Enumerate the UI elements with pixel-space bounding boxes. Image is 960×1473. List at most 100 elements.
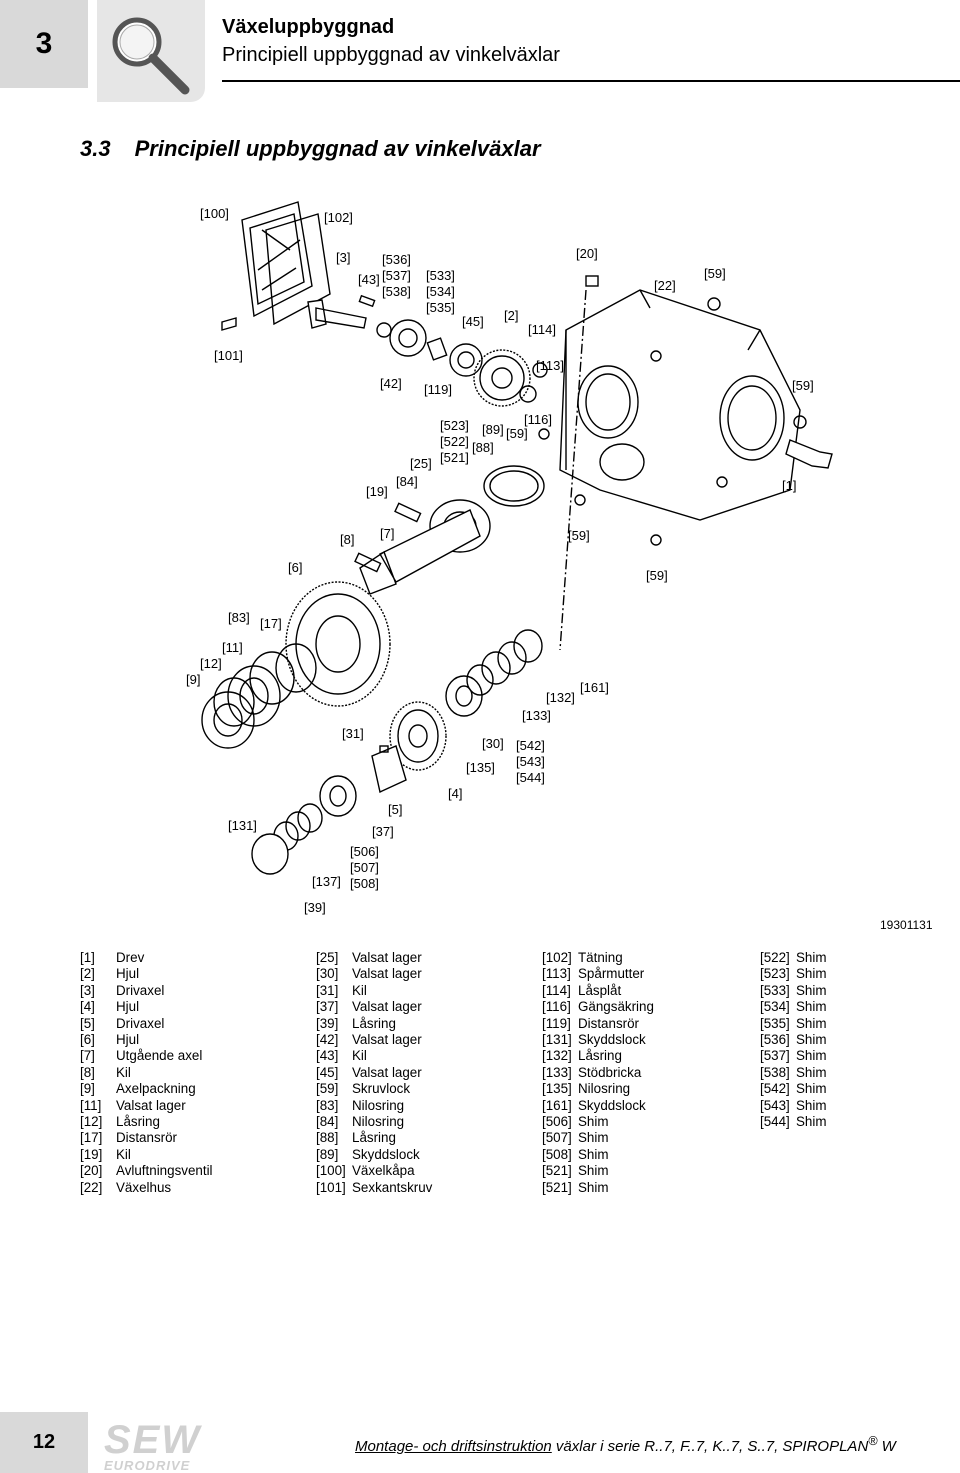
legend-row: [5]Drivaxel bbox=[80, 1016, 213, 1032]
legend-part-number: [508] bbox=[542, 1146, 572, 1162]
legend-row: [535]Shim bbox=[760, 1016, 827, 1032]
shim-part bbox=[466, 664, 494, 696]
legend-part-name: Drivaxel bbox=[116, 982, 165, 998]
screw-plug-part bbox=[538, 428, 550, 440]
legend-part-name: Valsat lager bbox=[352, 1064, 422, 1080]
legend-part-number: [3] bbox=[80, 982, 95, 998]
legend-row: [523]Shim bbox=[760, 966, 827, 982]
shaft-seal-part bbox=[201, 691, 255, 749]
legend-row: [538]Shim bbox=[760, 1065, 827, 1081]
part-callout-label: [19] bbox=[366, 484, 388, 499]
bearing-part bbox=[449, 343, 483, 377]
legend-part-name: Valsat lager bbox=[352, 999, 422, 1015]
part-callout-label: [536] bbox=[382, 252, 411, 267]
legend-row: [116]Gängsäkring bbox=[542, 999, 654, 1015]
legend-part-name: Shim bbox=[796, 982, 827, 998]
part-callout-label: [6] bbox=[288, 560, 302, 575]
legend-part-number: [2] bbox=[80, 966, 95, 982]
legend-part-number: [135] bbox=[542, 1081, 572, 1097]
part-callout-label: [89] bbox=[482, 422, 504, 437]
part-callout-label: [100] bbox=[200, 206, 229, 221]
legend-part-number: [43] bbox=[316, 1048, 339, 1064]
legend-part-number: [506] bbox=[542, 1114, 572, 1130]
circlip-part bbox=[483, 465, 545, 507]
legend-part-name: Shim bbox=[796, 1048, 827, 1064]
washer-part bbox=[481, 651, 511, 685]
shim-part bbox=[376, 322, 392, 338]
part-callout-label: [135] bbox=[466, 760, 495, 775]
legend-part-name: Skyddslock bbox=[578, 1097, 646, 1113]
footer-manual-title: Montage- och driftsinstruktion bbox=[355, 1438, 552, 1455]
output-shaft-part bbox=[359, 509, 481, 595]
legend-part-number: [22] bbox=[80, 1179, 103, 1195]
key-part bbox=[379, 745, 389, 753]
legend-part-name: Distansrör bbox=[578, 1015, 640, 1031]
part-callout-label: [544] bbox=[516, 770, 545, 785]
legend-part-number: [537] bbox=[760, 1048, 790, 1064]
part-callout-label: [137] bbox=[312, 874, 341, 889]
legend-part-number: [533] bbox=[760, 982, 790, 998]
part-callout-label: [5] bbox=[388, 802, 402, 817]
cover-part bbox=[251, 833, 289, 875]
legend-row: [544] Shim bbox=[760, 1114, 827, 1130]
legend-row: [533] Shim bbox=[760, 983, 827, 999]
registered-mark: ® bbox=[868, 1434, 878, 1448]
legend-part-number: [544] bbox=[760, 1114, 790, 1130]
part-callout-label: [8] bbox=[340, 532, 354, 547]
header-rule bbox=[222, 80, 960, 82]
legend-row: [101]Sexkantskruv bbox=[316, 1180, 432, 1196]
legend-column-3: [102]Tätning[113]Spårmutter[114]Låsplåt[… bbox=[542, 950, 654, 1196]
legend-part-number: [30] bbox=[316, 966, 339, 982]
lock-plate-part bbox=[519, 385, 537, 403]
legend-row: [1]Drev bbox=[80, 950, 213, 966]
screw-plug-part bbox=[707, 297, 721, 311]
legend-part-name: Kil bbox=[116, 1146, 131, 1162]
part-callout-label: [43] bbox=[358, 272, 380, 287]
part-callout-label: [161] bbox=[580, 680, 609, 695]
part-callout-label: [542] bbox=[516, 738, 545, 753]
legend-row: [42]Valsat lager bbox=[316, 1032, 432, 1048]
gear-wheel-part bbox=[473, 349, 531, 407]
legend-part-name: Shim bbox=[796, 1114, 827, 1130]
legend-part-name: Hjul bbox=[116, 1032, 140, 1048]
legend-part-number: [132] bbox=[542, 1048, 572, 1064]
legend-part-number: [31] bbox=[316, 982, 339, 998]
legend-part-name: Drev bbox=[116, 950, 145, 965]
legend-row: [20]Avluftningsventil bbox=[80, 1163, 213, 1179]
part-callout-label: [4] bbox=[448, 786, 462, 801]
legend-part-number: [37] bbox=[316, 999, 339, 1015]
part-callout-label: [538] bbox=[382, 284, 411, 299]
legend-row: [133]Stödbricka bbox=[542, 1065, 654, 1081]
legend-part-name: Shim bbox=[578, 1163, 609, 1179]
legend-part-name: Sexkantskruv bbox=[352, 1179, 433, 1195]
legend-row: [45]Valsat lager bbox=[316, 1065, 432, 1081]
legend-part-name: Låsring bbox=[352, 1130, 396, 1146]
legend-part-name: Shim bbox=[578, 1130, 609, 1146]
legend-row: [84]Nilosring bbox=[316, 1114, 432, 1130]
legend-part-number: [5] bbox=[80, 1015, 95, 1031]
legend-row: [508]Shim bbox=[542, 1147, 654, 1163]
exploded-gear-diagram: [100][102][101][3][43][536][537][538][53… bbox=[186, 201, 833, 915]
part-callout-label: [25] bbox=[410, 456, 432, 471]
legend-part-name: Axelpackning bbox=[116, 1081, 196, 1097]
legend-row: [89]Skyddslock bbox=[316, 1147, 432, 1163]
legend-part-name: Shim bbox=[578, 1179, 609, 1195]
legend-row: [100]Växelkåpa bbox=[316, 1163, 432, 1179]
legend-part-number: [17] bbox=[80, 1130, 103, 1146]
logo-main: SEW bbox=[104, 1418, 202, 1462]
part-callout-label: [59] bbox=[568, 528, 590, 543]
part-callout-label: [113] bbox=[536, 358, 564, 373]
legend-part-number: [59] bbox=[316, 1081, 339, 1097]
legend-row: [543]Shim bbox=[760, 1098, 827, 1114]
footer-tail: W bbox=[877, 1438, 896, 1455]
legend-row: [536]Shim bbox=[760, 1032, 827, 1048]
part-callout-label: [537] bbox=[382, 268, 411, 283]
part-callout-label: [535] bbox=[426, 300, 455, 315]
key-part bbox=[358, 294, 376, 308]
legend-row: [8]Kil bbox=[80, 1065, 213, 1081]
shim-part bbox=[297, 803, 323, 833]
part-callout-label: [133] bbox=[522, 708, 551, 723]
part-callout-label: [22] bbox=[654, 278, 676, 293]
legend-part-number: [102] bbox=[542, 950, 572, 965]
legend-row: [3] Drivaxel bbox=[80, 983, 213, 999]
